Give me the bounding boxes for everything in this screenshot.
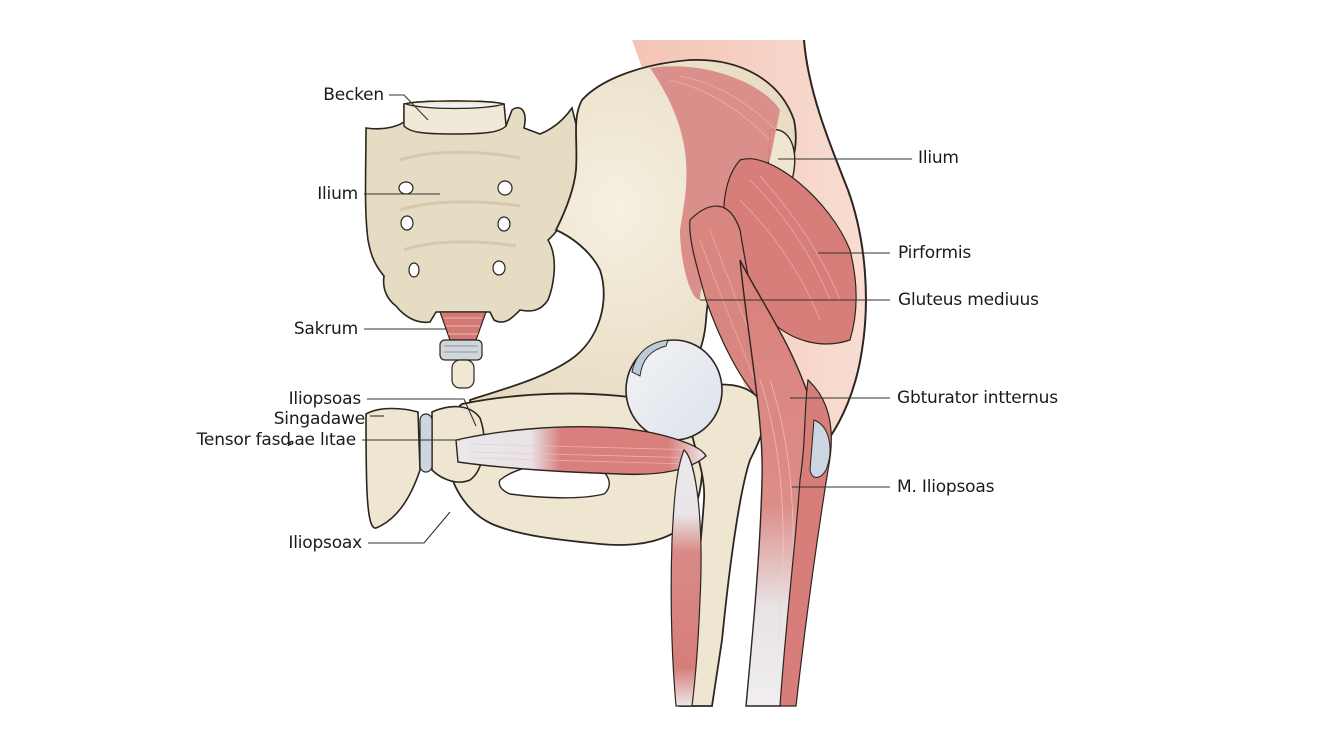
label-iliopsoax: Iliopsoax	[288, 533, 362, 553]
label-gluteus-medius: Gluteus mediuus	[898, 290, 1039, 310]
label-ilium-left: Ilium	[317, 184, 358, 204]
label-sakrum: Sakrum	[293, 319, 358, 339]
label-ilium-right: Ilium	[918, 148, 959, 168]
sacrum-bone	[364, 100, 583, 324]
leader-lines	[362, 94, 912, 544]
label-obturator-internus: Gbturator intternus	[897, 388, 1058, 408]
horizontal-muscle	[455, 426, 707, 476]
vastus-muscle	[779, 378, 832, 707]
label-iliopsoas-left: Iliopsoas	[288, 389, 362, 409]
label-tensor-fasciae-latae: Tensor fasȡae lıtae	[196, 430, 357, 450]
pubic-symphysis	[365, 405, 485, 529]
label-singadawe: Singadawe	[273, 409, 365, 429]
label-pirformis: Pirformis	[898, 243, 972, 263]
label-becken: Becken	[323, 85, 384, 105]
gracilis-muscle	[670, 449, 702, 707]
label-m-iliopsoas: M. Iliopsoas	[897, 477, 995, 497]
coccyx	[439, 311, 487, 389]
